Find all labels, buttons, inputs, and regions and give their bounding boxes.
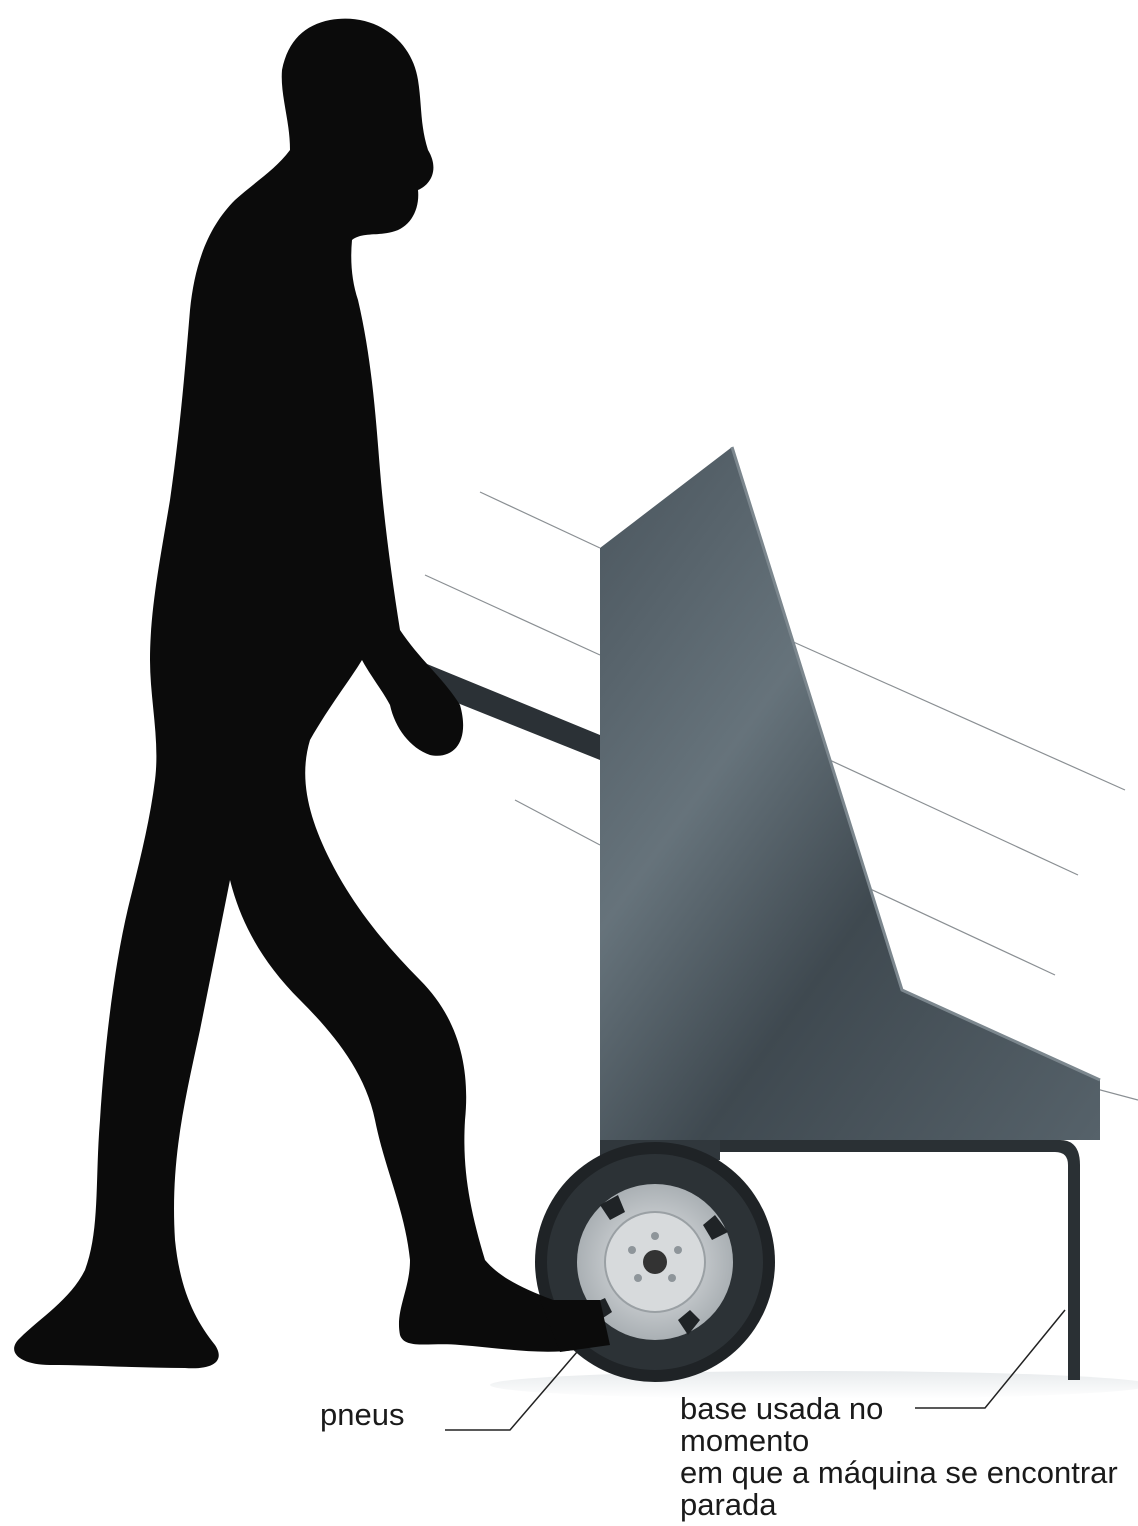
base-label-line-2: momento — [680, 1424, 809, 1458]
base-label-line-1: base usada no — [680, 1392, 883, 1426]
machine-body — [600, 447, 1100, 1140]
tires-label: pneus — [320, 1398, 404, 1432]
walking-person-silhouette — [14, 19, 601, 1369]
base-label-line-3: em que a máquina se encontrar — [680, 1456, 1118, 1490]
base-label-line-4: parada — [680, 1488, 777, 1522]
